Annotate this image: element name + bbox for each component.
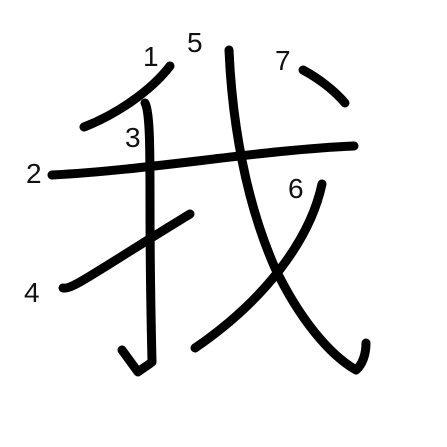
stroke-label-5: 5: [187, 27, 203, 58]
stroke-4: [58, 209, 195, 293]
stroke-label-4: 4: [24, 277, 40, 308]
stroke-label-7: 7: [275, 45, 291, 76]
stroke-6: [190, 179, 327, 353]
stroke-2: [47, 141, 359, 180]
stroke-1: [79, 61, 175, 132]
stroke-3: [117, 98, 157, 377]
stroke-label-3: 3: [125, 122, 141, 153]
stroke-label-1: 1: [143, 41, 159, 72]
stroke-label-6: 6: [288, 173, 304, 204]
stroke-label-2: 2: [26, 158, 42, 189]
stroke-5: [224, 45, 371, 375]
stroke-7: [298, 65, 350, 108]
